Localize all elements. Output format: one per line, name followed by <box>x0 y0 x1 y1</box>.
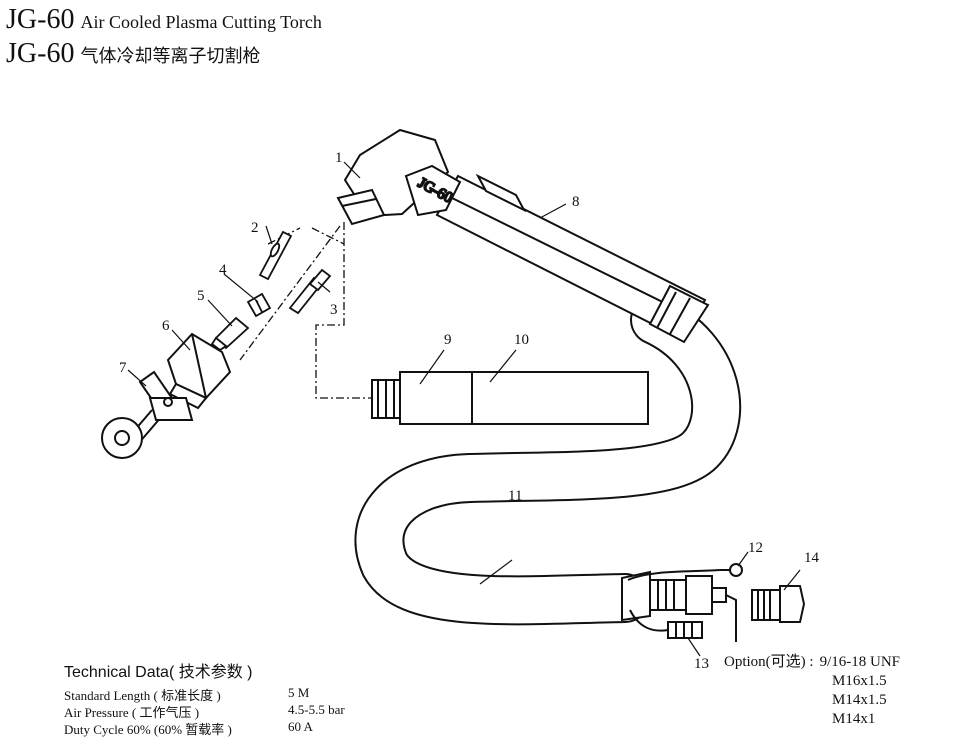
spec-label: Standard Length ( 标准长度 ) <box>64 688 221 703</box>
option-line: Option(可选) : 9/16-18 UNF <box>724 650 900 671</box>
label-part-12: 12 <box>748 540 763 556</box>
cable-hose <box>354 295 742 626</box>
part-nozzle <box>210 316 250 352</box>
label-part-13: 13 <box>694 656 709 672</box>
label-part-9: 9 <box>444 332 452 348</box>
part-number-labels: 1 2 3 4 5 6 7 8 9 10 11 12 13 14 <box>119 150 820 672</box>
part-electrode <box>258 230 293 281</box>
spec-label: Air Pressure ( 工作气压 ) <box>64 705 200 720</box>
spec-row-length: Standard Length ( 标准长度 ) 5 M <box>64 685 484 703</box>
option-list: M16x1.5 M14x1.5 M14x1 <box>832 672 887 729</box>
extension-handle <box>371 371 649 425</box>
technical-data-heading: Technical Data( 技术参数 ) <box>64 664 253 681</box>
option-value-3: M14x1.5 <box>832 692 887 708</box>
label-part-5: 5 <box>197 288 205 304</box>
label-part-6: 6 <box>162 318 170 334</box>
title-chinese-text: 气体冷却等离子切割枪 <box>80 46 261 66</box>
spec-row-duty-cycle: Duty Cycle 60% (60% 暂载率 ) 60 A <box>64 719 484 737</box>
spec-value: 5 M <box>288 685 310 700</box>
torch-head: JG-60 <box>336 128 462 226</box>
part-electrode-alt <box>288 268 332 315</box>
label-part-10: 10 <box>514 332 529 348</box>
cable-connector <box>621 563 743 642</box>
spec-label: Duty Cycle 60% (60% 暂载率 ) <box>64 722 232 737</box>
label-part-14: 14 <box>804 550 820 566</box>
title-english-text: Air Cooled Plasma Cutting Torch <box>80 12 322 32</box>
part-shield-cup <box>166 332 232 410</box>
option-label: Option(可选) : <box>724 654 814 670</box>
label-part-2: 2 <box>251 220 259 236</box>
leader-lines <box>127 161 801 657</box>
label-part-3: 3 <box>330 302 338 318</box>
technical-data: Technical Data( 技术参数 ) Standard Length (… <box>64 658 484 737</box>
part-adapter-nut <box>751 585 806 623</box>
label-part-8: 8 <box>572 194 580 210</box>
spec-value: 60 A <box>288 719 313 734</box>
option-value-1: 9/16-18 UNF <box>819 654 900 670</box>
label-part-1: 1 <box>335 150 343 166</box>
spec-value: 4.5-5.5 bar <box>288 702 345 717</box>
spec-row-pressure: Air Pressure ( 工作气压 ) 4.5-5.5 bar <box>64 702 484 720</box>
label-part-7: 7 <box>119 360 127 376</box>
part-swirl-ring <box>246 292 272 318</box>
label-part-4: 4 <box>219 262 227 278</box>
option-value-4: M14x1 <box>832 711 876 727</box>
model-name-2: JG-60 <box>6 38 75 69</box>
option-value-2: M16x1.5 <box>832 673 887 689</box>
model-name: JG-60 <box>6 4 75 35</box>
part-guide-wheel <box>101 370 194 459</box>
label-part-11: 11 <box>508 488 522 504</box>
